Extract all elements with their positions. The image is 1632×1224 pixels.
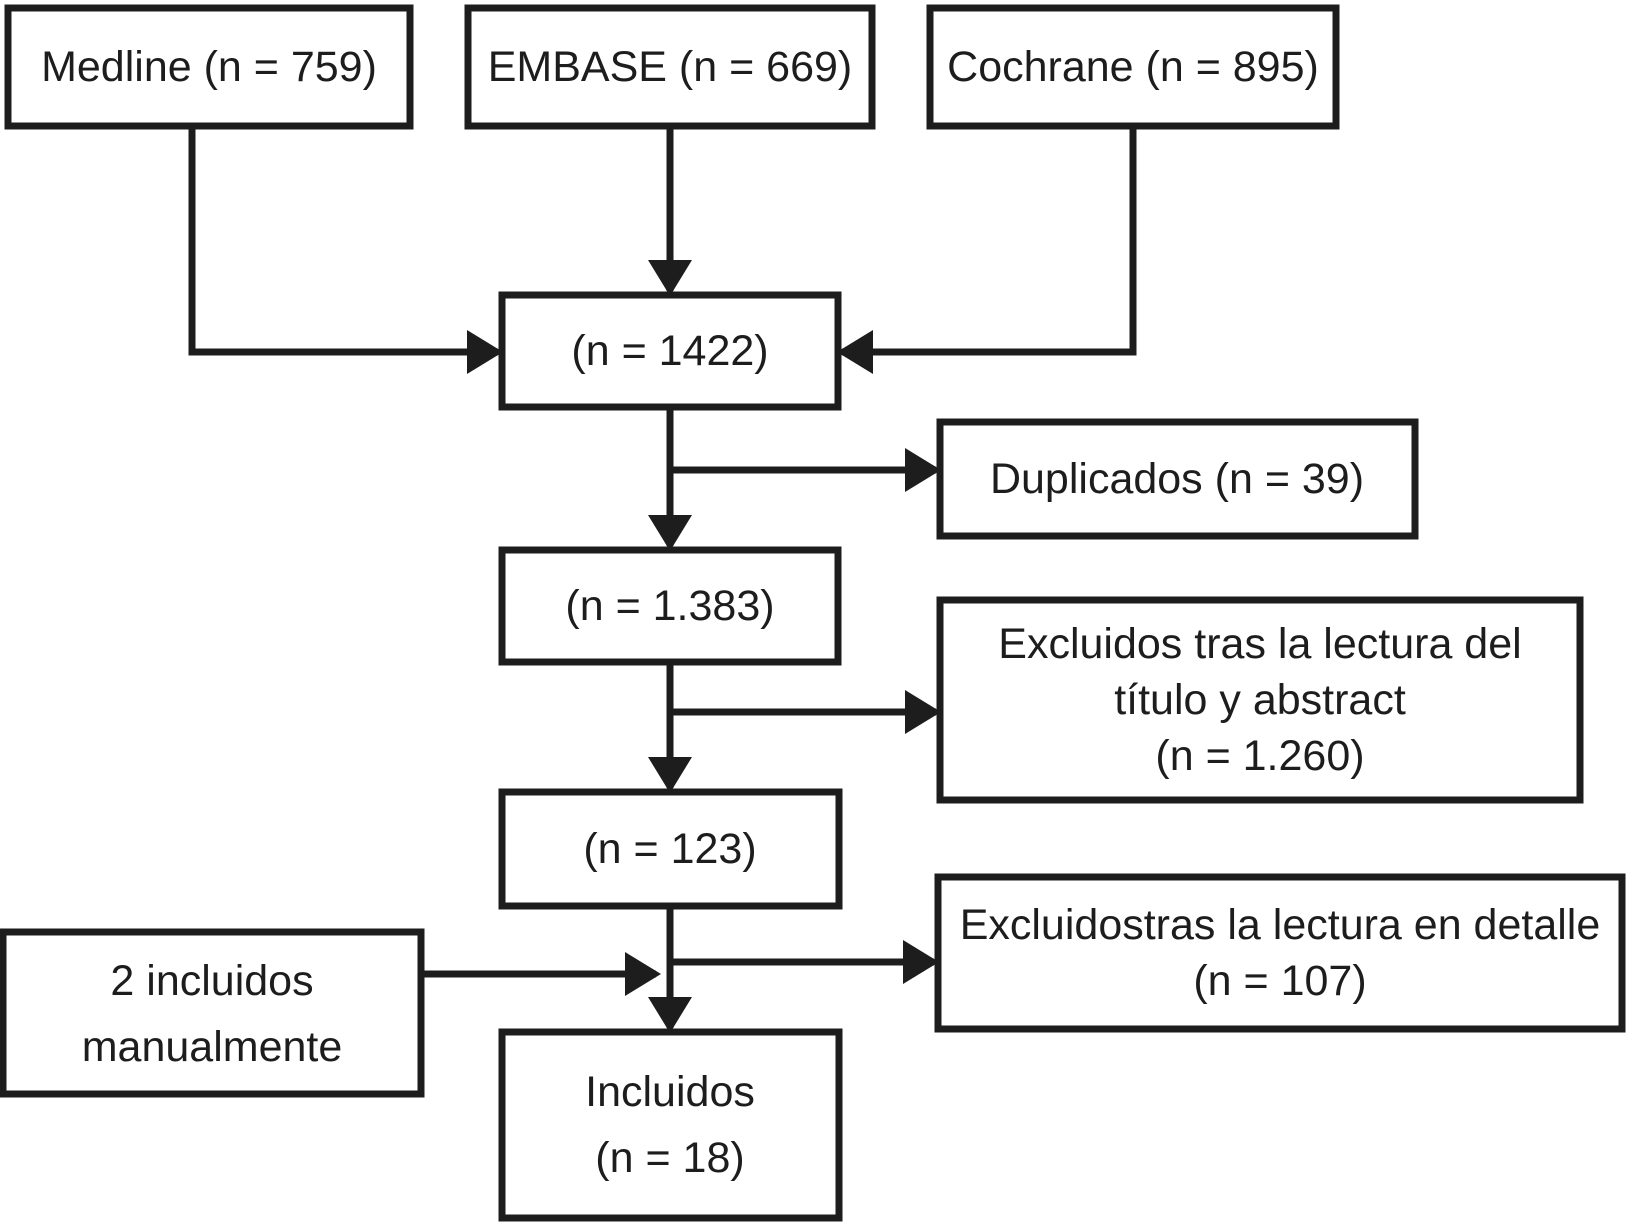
duplicados-label: Duplicados (n = 39) (990, 455, 1364, 503)
embase-label: EMBASE (n = 669) (488, 43, 852, 91)
node-incluidos: Incluidos (n = 18) (498, 1028, 843, 1222)
excluidos-titulo-line-3: (n = 1.260) (1155, 732, 1364, 780)
node-incluidos-manual: 2 incluidos manualmente (0, 928, 425, 1098)
node-tras-duplicados: (n = 1.383) (498, 546, 842, 666)
node-excluidos-detalle: Excluidostras la lectura en detalle (n =… (934, 873, 1626, 1033)
node-duplicados: Duplicados (n = 39) (936, 418, 1419, 540)
lectura-detalle-label: (n = 123) (583, 825, 756, 873)
connectors (188, 126, 1137, 1033)
medline-label: Medline (n = 759) (41, 43, 377, 91)
tras-duplicados-box (498, 546, 842, 666)
medline-box (4, 4, 414, 130)
combined-label: (n = 1422) (571, 327, 768, 375)
combined-box (498, 291, 842, 411)
embase-box (464, 4, 876, 130)
incluidos-line-2: (n = 18) (595, 1134, 744, 1182)
incluidos-box (498, 1028, 843, 1222)
duplicados-box (936, 418, 1419, 540)
excluidos-titulo-line-2: título y abstract (1114, 676, 1406, 724)
node-embase: EMBASE (n = 669) (464, 4, 876, 130)
excluidos-detalle-line-1: Excluidostras la lectura en detalle (960, 901, 1601, 949)
connector-cochrane-to-combined (837, 126, 1137, 374)
excluidos-detalle-box (934, 873, 1626, 1033)
incluidos-line-1: Incluidos (585, 1068, 755, 1116)
lectura-detalle-box (498, 788, 843, 910)
tras-duplicados-label: (n = 1.383) (565, 582, 774, 630)
cochrane-label: Cochrane (n = 895) (947, 43, 1319, 91)
node-cochrane: Cochrane (n = 895) (926, 4, 1340, 130)
excluidos-detalle-line-2: (n = 107) (1193, 957, 1366, 1005)
incluidos-manual-line-2: manualmente (82, 1023, 343, 1071)
excluidos-titulo-line-1: Excluidos tras la lectura del (998, 620, 1521, 668)
cochrane-box (926, 4, 1340, 130)
incluidos-manual-box (0, 928, 425, 1098)
connector-medline-to-combined (188, 126, 503, 374)
incluidos-manual-line-1: 2 incluidos (110, 957, 313, 1005)
node-lectura-detalle: (n = 123) (498, 788, 843, 910)
excluidos-titulo-box (936, 596, 1584, 804)
node-combined: (n = 1422) (498, 291, 842, 411)
node-medline: Medline (n = 759) (4, 4, 414, 130)
node-excluidos-titulo: Excluidos tras la lectura del título y a… (936, 596, 1584, 804)
